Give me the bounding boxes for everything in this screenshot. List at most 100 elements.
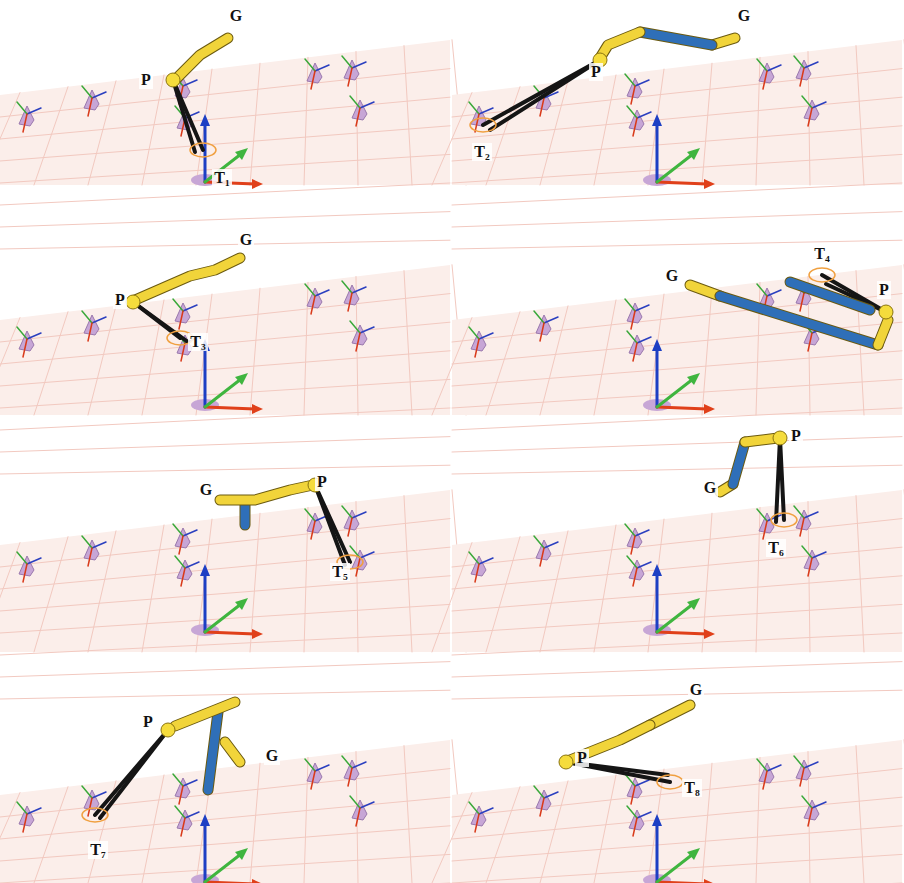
floor-grid bbox=[452, 854, 902, 883]
frame-axis bbox=[767, 765, 781, 771]
frame-axis bbox=[812, 552, 826, 558]
floor-grid bbox=[486, 312, 520, 415]
frame-axis bbox=[356, 808, 360, 826]
frame-axis bbox=[350, 96, 360, 108]
floor-grid bbox=[142, 775, 164, 883]
frame-axis bbox=[475, 114, 479, 132]
floor-grid bbox=[34, 87, 68, 185]
frame-axis bbox=[342, 506, 352, 518]
floor-grid bbox=[0, 318, 20, 415]
floor-grid bbox=[250, 763, 260, 883]
frame-axis bbox=[348, 293, 352, 311]
frame-axis bbox=[27, 333, 41, 339]
floor-grid bbox=[594, 525, 616, 652]
point-label: G bbox=[664, 267, 680, 285]
target-label: T₇ bbox=[88, 841, 107, 859]
frame-axis bbox=[181, 818, 185, 836]
frame-axis bbox=[17, 552, 27, 564]
frame-axis bbox=[311, 71, 315, 89]
black-link bbox=[133, 302, 188, 342]
frame-axis bbox=[173, 524, 183, 536]
frame-axis bbox=[631, 311, 635, 329]
frame-axis bbox=[360, 802, 374, 808]
axis-head bbox=[235, 148, 248, 160]
z-axis bbox=[656, 347, 659, 407]
floor-grid bbox=[452, 519, 902, 567]
frame-axis bbox=[802, 796, 812, 808]
axis-head bbox=[252, 629, 263, 639]
frame-axis bbox=[183, 530, 197, 536]
frame-axis bbox=[479, 808, 493, 814]
frame-axis bbox=[635, 80, 649, 86]
x-axis bbox=[657, 882, 707, 883]
axis-head bbox=[252, 879, 263, 883]
yellow-link bbox=[600, 32, 640, 58]
blue-link-edge bbox=[640, 32, 712, 45]
frame-axis bbox=[183, 80, 197, 86]
x-axis bbox=[205, 407, 255, 409]
floor-grid bbox=[0, 126, 450, 161]
frame-axis bbox=[802, 96, 812, 108]
y-axis bbox=[657, 379, 693, 407]
frame-axis bbox=[360, 327, 374, 333]
floor-grid bbox=[404, 496, 412, 652]
axis-head bbox=[687, 148, 700, 160]
frame-axis bbox=[808, 558, 812, 576]
floor-grid bbox=[702, 63, 712, 185]
frame-axis bbox=[179, 311, 183, 329]
floor-plane bbox=[452, 40, 902, 185]
floor-grid bbox=[0, 690, 450, 699]
yellow-link bbox=[650, 705, 690, 725]
x-axis bbox=[657, 407, 707, 409]
target-label: T₆ bbox=[766, 539, 785, 557]
frame-axis bbox=[635, 530, 649, 536]
z-axis bbox=[656, 122, 659, 182]
frame-axis bbox=[185, 562, 199, 568]
floor-grid bbox=[856, 746, 864, 883]
black-link bbox=[100, 730, 168, 818]
target-ring bbox=[657, 775, 683, 789]
frame-axis bbox=[179, 786, 183, 804]
floor-grid bbox=[404, 271, 412, 415]
floor-grid bbox=[88, 531, 116, 652]
point-label: P bbox=[139, 71, 153, 89]
z-axis bbox=[204, 122, 207, 182]
floor-grid bbox=[452, 183, 902, 205]
frame-axis bbox=[625, 299, 635, 311]
floor-grid bbox=[0, 351, 450, 386]
target-label: T₅ bbox=[330, 563, 349, 581]
frame-axis bbox=[757, 509, 767, 521]
floor-grid bbox=[452, 604, 902, 633]
frame-axis bbox=[92, 92, 106, 98]
floor-plane bbox=[0, 265, 450, 415]
floor-grid bbox=[452, 769, 902, 817]
frame-axis bbox=[27, 808, 41, 814]
point-label: P bbox=[589, 63, 603, 81]
point-label: P bbox=[113, 291, 127, 309]
frame-axis bbox=[342, 281, 352, 293]
target-ring bbox=[190, 143, 216, 157]
frame-axis bbox=[627, 556, 637, 568]
floor-grid bbox=[452, 465, 902, 474]
yellow-link-edge bbox=[225, 742, 240, 762]
floor-grid bbox=[0, 294, 450, 342]
blue-link-edge bbox=[240, 505, 251, 525]
frame-axis bbox=[82, 536, 92, 548]
floor-plane bbox=[452, 490, 902, 652]
frame-axis bbox=[631, 536, 635, 554]
target-ring bbox=[771, 513, 797, 527]
x-axis bbox=[205, 632, 255, 634]
frame-axis bbox=[88, 98, 92, 116]
frame-axis bbox=[356, 108, 360, 126]
frame-axis bbox=[633, 818, 637, 836]
frame-axis bbox=[627, 331, 637, 343]
floor-grid bbox=[756, 757, 760, 883]
frame-axis bbox=[763, 71, 767, 89]
z-axis bbox=[204, 347, 207, 407]
floor-grid bbox=[0, 543, 20, 652]
frame-axis bbox=[627, 806, 637, 818]
frame-axis bbox=[356, 333, 360, 351]
frame-axis bbox=[627, 106, 637, 118]
frame-axis bbox=[540, 798, 544, 816]
